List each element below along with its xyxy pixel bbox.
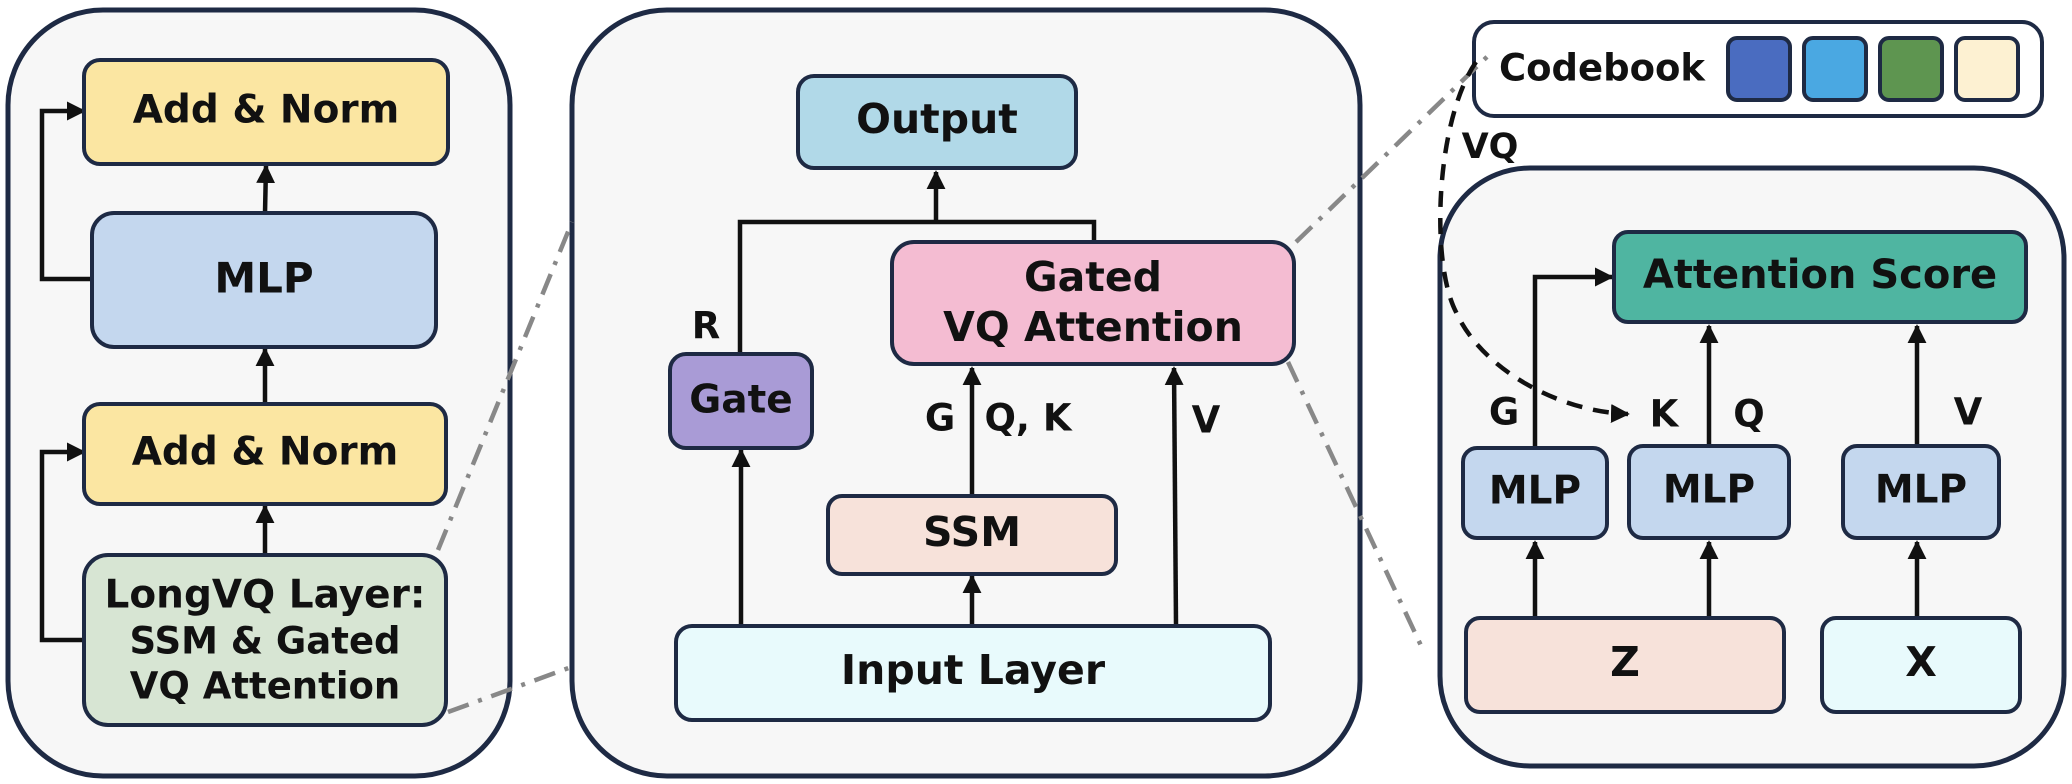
longvq-label-line2: SSM & Gated bbox=[129, 620, 400, 663]
right-label-g: G bbox=[1489, 391, 1519, 434]
mlp-label: MLP bbox=[214, 254, 313, 303]
zoom-line-bottom-left bbox=[447, 663, 575, 715]
gate-label: Gate bbox=[689, 378, 792, 423]
right-label-k: K bbox=[1650, 393, 1680, 436]
vq-label: VQ bbox=[1462, 127, 1519, 167]
arrow-mlp-to-addnorm bbox=[256, 164, 276, 214]
mlp-g-label: MLP bbox=[1489, 469, 1581, 514]
attention-score-box bbox=[1612, 230, 2028, 324]
mlp-kq-box bbox=[1627, 444, 1791, 540]
arrow-merge-to-output bbox=[737, 172, 1097, 354]
input-layer-box bbox=[674, 624, 1272, 722]
z-label: Z bbox=[1610, 638, 1640, 686]
x-box bbox=[1820, 616, 2022, 714]
residual-arrow-bottom bbox=[39, 442, 86, 643]
gated-vq-attention-line2: VQ Attention bbox=[943, 303, 1243, 351]
gate-box bbox=[668, 352, 814, 450]
x-label: X bbox=[1905, 638, 1937, 686]
output-box bbox=[796, 74, 1078, 170]
codebook-label: Codebook bbox=[1499, 47, 1706, 90]
codebook-swatch-2 bbox=[1802, 36, 1868, 102]
mlp-g-box bbox=[1461, 446, 1609, 540]
input-layer-label: Input Layer bbox=[841, 646, 1106, 694]
output-label: Output bbox=[856, 95, 1018, 143]
label-r: R bbox=[692, 305, 721, 348]
label-v: V bbox=[1192, 399, 1221, 442]
label-qk: Q, K bbox=[984, 397, 1072, 440]
residual-arrow-top bbox=[39, 101, 92, 282]
ssm-box bbox=[826, 494, 1118, 576]
mlp-box bbox=[90, 211, 438, 349]
codebook-swatch-3 bbox=[1878, 36, 1944, 102]
add-norm-bottom-label: Add & Norm bbox=[132, 430, 399, 475]
add-norm-top-box bbox=[82, 58, 450, 166]
arrow-mlp-g-to-score bbox=[1532, 267, 1614, 446]
add-norm-top-label: Add & Norm bbox=[133, 88, 400, 133]
gated-vq-attention-line1: Gated bbox=[1024, 253, 1162, 301]
codebook-swatch-1 bbox=[1726, 36, 1792, 102]
ssm-label: SSM bbox=[923, 508, 1021, 556]
mlp-v-label: MLP bbox=[1875, 468, 1967, 513]
codebook-swatch-4 bbox=[1954, 36, 2020, 102]
attention-score-label: Attention Score bbox=[1643, 252, 1997, 298]
zoom-line-top-left bbox=[435, 221, 575, 551]
middle-panel bbox=[569, 7, 1363, 779]
longvq-layer-box bbox=[82, 553, 448, 727]
longvq-label-line3: VQ Attention bbox=[130, 665, 401, 708]
label-g: G bbox=[925, 397, 955, 440]
zoom-line-bottom-right bbox=[1285, 361, 1427, 653]
add-norm-bottom-box bbox=[82, 402, 448, 506]
z-box bbox=[1464, 616, 1786, 714]
mlp-kq-label: MLP bbox=[1663, 468, 1755, 513]
arrow-input-to-attention-v bbox=[1164, 366, 1184, 625]
longvq-label-line1: LongVQ Layer: bbox=[105, 573, 426, 618]
mlp-v-box bbox=[1841, 444, 2001, 540]
gated-vq-attention-box bbox=[890, 240, 1296, 366]
right-label-q: Q bbox=[1733, 393, 1764, 436]
vq-dashed-arrow bbox=[1438, 60, 1630, 423]
right-label-v: V bbox=[1954, 391, 1983, 434]
